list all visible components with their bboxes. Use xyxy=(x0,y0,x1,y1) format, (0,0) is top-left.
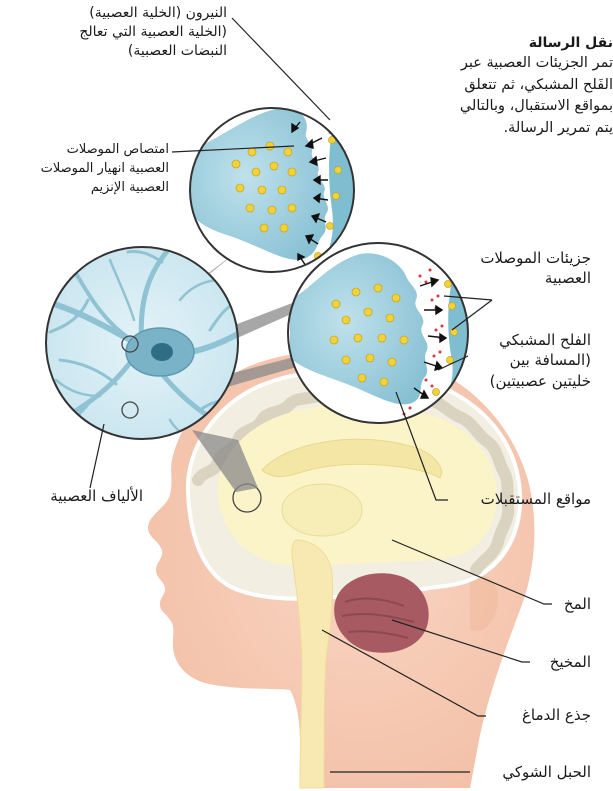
message-line-3: بمواقع الاستقبال، وبالتالي xyxy=(460,96,613,118)
label-synaptic-cleft: الفلح المشبكي (المسافة بين خليتين عصبيتي… xyxy=(490,330,591,391)
label-neurotransmitters: جزيئات الموصلات العصبية xyxy=(480,248,591,289)
label-brainstem: جذع الدماغ xyxy=(522,705,591,725)
message-line-2: الفَلح المشبكي، ثم تتعلق xyxy=(460,75,613,97)
label-reuptake: امتصاص الموصلات العصبية انهيار الموصلات … xyxy=(41,141,169,198)
message-line-4: يتم تمرير الرسالة. xyxy=(460,118,613,140)
message-panel: نقل الرسالة تمر الجزيئات العصبية عبر الف… xyxy=(460,34,613,140)
label-receptor-sites: مواقع المستقبلات xyxy=(481,489,591,509)
label-nerve-fibers: الألياف العصبية xyxy=(50,486,143,506)
message-title: نقل الرسالة xyxy=(460,34,613,53)
leader-neuron xyxy=(232,18,330,120)
label-spinal-cord: الحبل الشوكي xyxy=(502,762,591,782)
brain-white-matter xyxy=(218,404,497,566)
label-neuron: النيرون (الخلية العصبية) (الخلية العصبية… xyxy=(79,4,227,61)
message-line-1: تمر الجزيئات العصبية عبر xyxy=(460,53,613,75)
thalamus xyxy=(282,484,362,536)
label-cerebellum: المخيخ xyxy=(550,652,591,672)
label-brain: المخ xyxy=(564,594,591,614)
leader-nerve-fibers xyxy=(90,424,104,488)
